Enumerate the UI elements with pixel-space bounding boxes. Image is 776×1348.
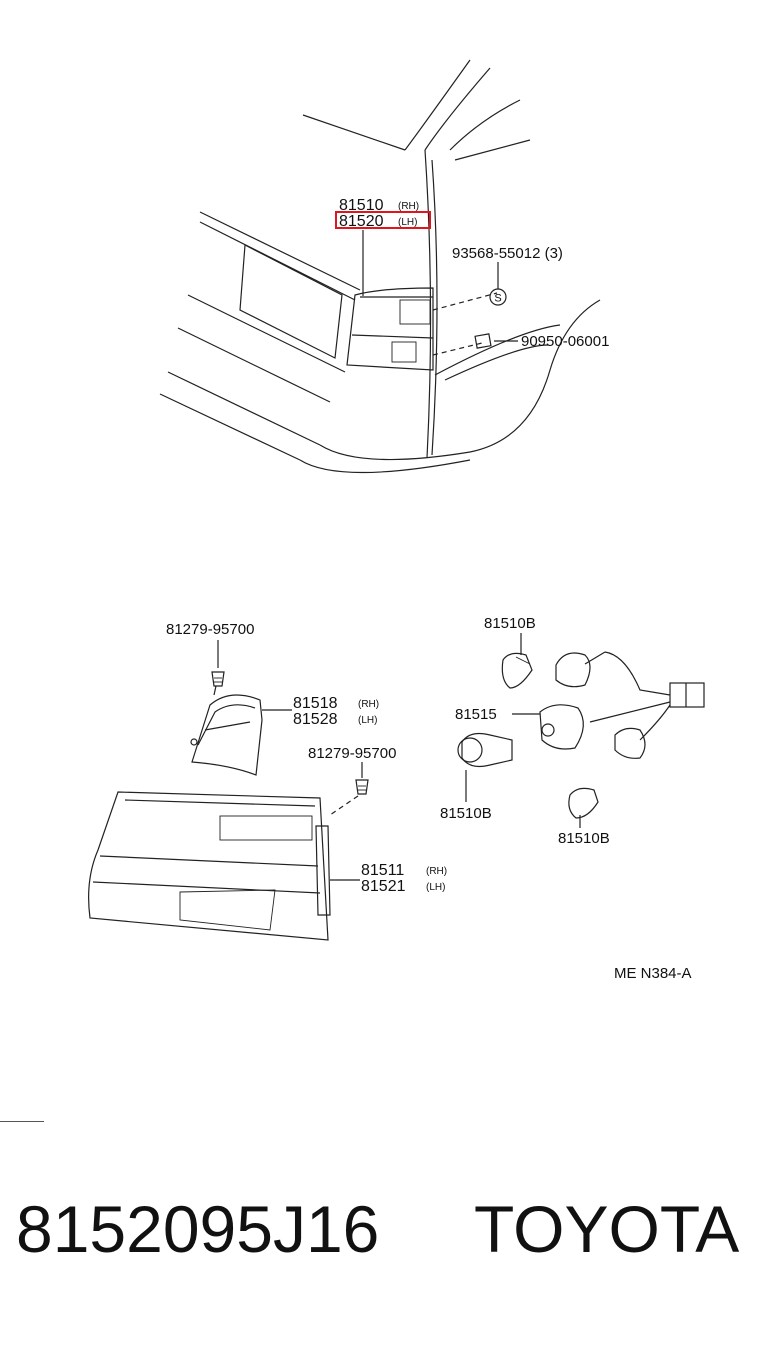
- label-81279-95700-upper: 81279-95700: [166, 621, 254, 638]
- label-81528: 81528: [293, 711, 338, 728]
- vehicle-rear-body: [159, 59, 601, 474]
- label-81520: 81520: [339, 213, 384, 230]
- label-81510: 81510: [339, 197, 384, 214]
- label-81511: 81511: [361, 862, 404, 879]
- label-81515: 81515: [455, 706, 497, 723]
- label-93568-55012: 93568-55012 (3): [452, 245, 563, 262]
- label-81528-side: (LH): [358, 715, 377, 726]
- crop-mark: [0, 1121, 44, 1122]
- footer-brand: TOYOTA: [474, 1192, 740, 1266]
- parts-diagram: S 81510 (RH) 81520 (LH) 93568-55012 (3) …: [88, 59, 705, 982]
- label-81510-side: (RH): [398, 201, 419, 212]
- label-81510b-right: 81510B: [558, 830, 610, 847]
- label-81520-side: (LH): [398, 217, 417, 228]
- socket-harness-icon: [512, 651, 705, 759]
- label-81510b-top: 81510B: [484, 615, 536, 632]
- lamp-leader-lines: [362, 230, 518, 342]
- bulb-top-icon: [501, 633, 533, 689]
- label-81518-side: (RH): [358, 699, 379, 710]
- bulb-right-icon: [568, 787, 599, 828]
- label-81511-side: (RH): [426, 866, 447, 877]
- screw-lower-icon: [329, 762, 369, 816]
- highlight-box: [335, 211, 431, 229]
- label-81518: 81518: [293, 695, 338, 712]
- screw-upper-icon: [211, 640, 225, 696]
- tail-lamp-lens-icon: [88, 791, 360, 941]
- screw-symbol: S: [494, 293, 501, 305]
- bulb-mid-icon: [457, 732, 513, 802]
- label-81521: 81521: [361, 878, 406, 895]
- label-81521-side: (LH): [426, 882, 445, 893]
- footer-part-number: 8152095J16: [16, 1192, 380, 1266]
- label-81279-95700-lower: 81279-95700: [308, 745, 396, 762]
- label-90950-06001: 90950-06001: [521, 333, 609, 350]
- screw-symbol-circle: [489, 288, 507, 306]
- diagram-code: ME N384-A: [614, 965, 692, 982]
- label-81510b-mid: 81510B: [440, 805, 492, 822]
- clip-icon: [474, 333, 492, 349]
- gasket-icon: [190, 694, 292, 776]
